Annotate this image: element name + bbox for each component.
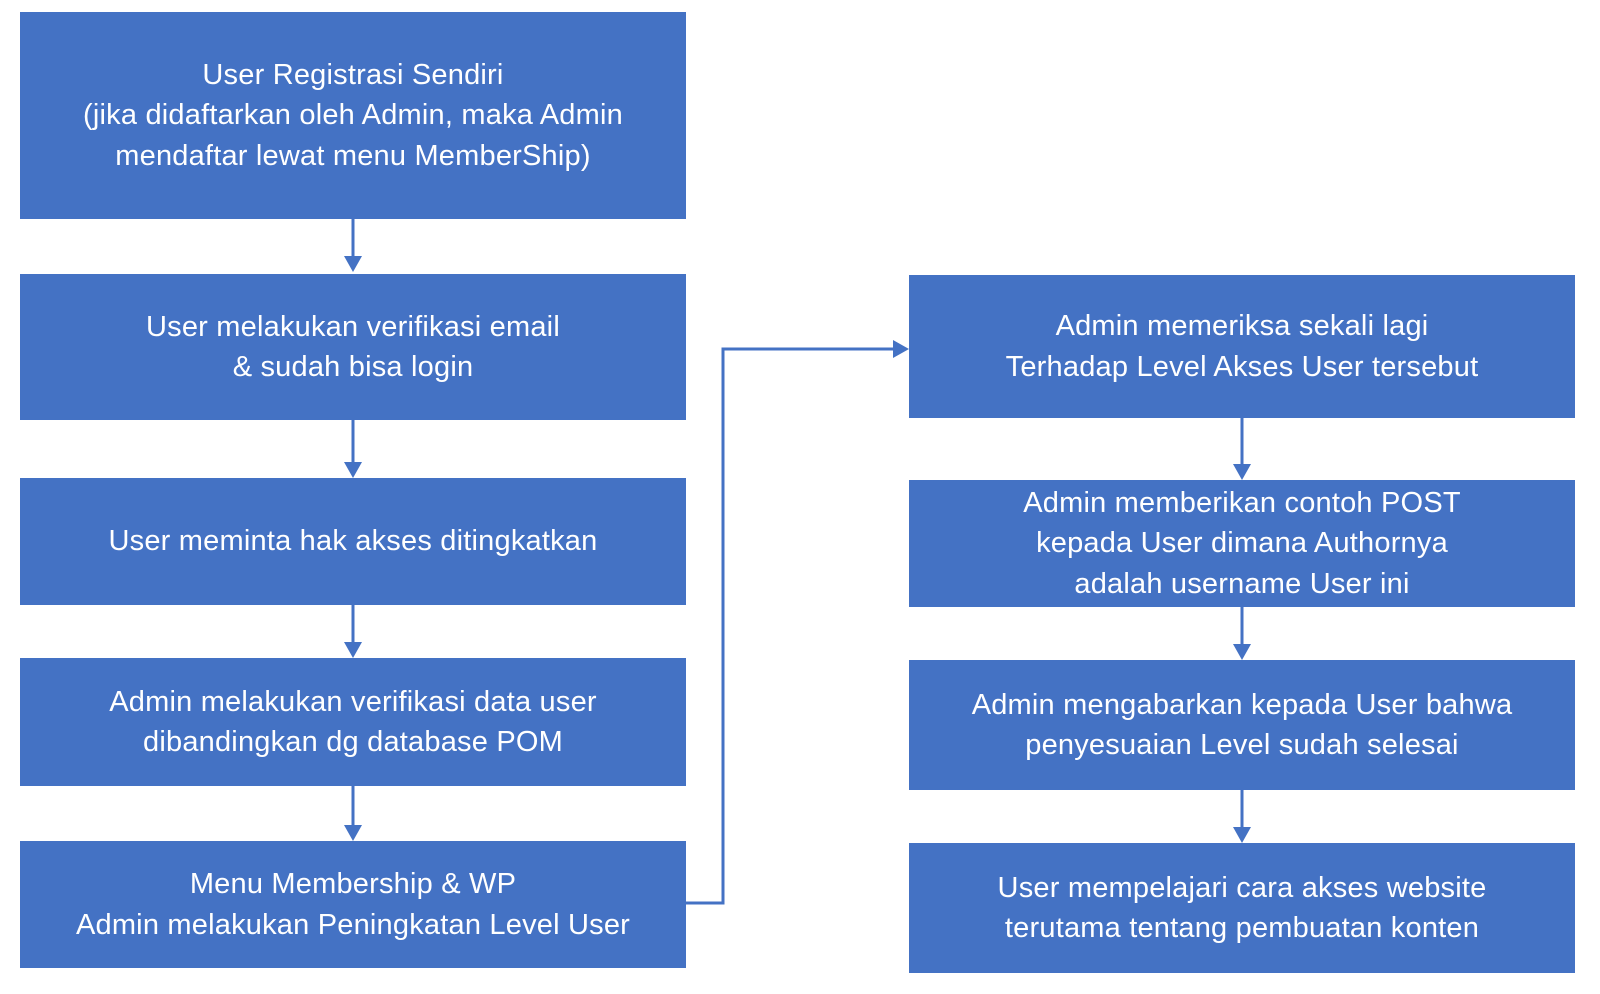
arrow-mengabarkan-to-mempelajari	[1233, 790, 1251, 843]
step-admin-verifikasi-data: Admin melakukan verifikasi data user dib…	[20, 658, 686, 786]
step-verifikasi-email-login: User melakukan verifikasi email & sudah …	[20, 274, 686, 420]
step-label: Admin memberikan contoh POST kepada User…	[1023, 487, 1461, 600]
arrow-admin-verifikasi-to-membership	[344, 786, 362, 841]
arrow-minta-akses-to-admin-verifikasi	[344, 605, 362, 658]
step-label: User meminta hak akses ditingkatkan	[108, 525, 598, 558]
arrow-verifikasi-to-minta-akses	[344, 420, 362, 478]
step-label: Admin mengabarkan kepada User bahwa peny…	[971, 688, 1513, 761]
arrow-registrasi-to-verifikasi	[344, 219, 362, 272]
step-admin-mengabarkan-selesai: Admin mengabarkan kepada User bahwa peny…	[909, 660, 1575, 790]
step-user-registrasi-sendiri: User Registrasi Sendiri (jika didaftarka…	[20, 12, 686, 219]
arrow-contoh-post-to-mengabarkan	[1233, 607, 1251, 660]
step-admin-memeriksa-level-akses: Admin memeriksa sekali lagi Terhadap Lev…	[909, 275, 1575, 418]
step-label: Admin memeriksa sekali lagi Terhadap Lev…	[1005, 310, 1479, 383]
step-label: User Registrasi Sendiri (jika didaftarka…	[83, 59, 623, 172]
step-minta-hak-akses: User meminta hak akses ditingkatkan	[20, 478, 686, 605]
step-label: User mempelajari cara akses website teru…	[997, 871, 1487, 944]
step-menu-membership-peningkatan-level: Menu Membership & WP Admin melakukan Pen…	[20, 841, 686, 968]
step-user-mempelajari-akses: User mempelajari cara akses website teru…	[909, 843, 1575, 973]
step-admin-contoh-post: Admin memberikan contoh POST kepada User…	[909, 480, 1575, 607]
step-label: User melakukan verifikasi email & sudah …	[146, 310, 560, 383]
connector-membership-to-memeriksa	[686, 340, 909, 905]
arrow-memeriksa-to-contoh-post	[1233, 418, 1251, 480]
step-label: Admin melakukan verifikasi data user dib…	[109, 685, 597, 758]
step-label: Menu Membership & WP Admin melakukan Pen…	[75, 868, 631, 941]
